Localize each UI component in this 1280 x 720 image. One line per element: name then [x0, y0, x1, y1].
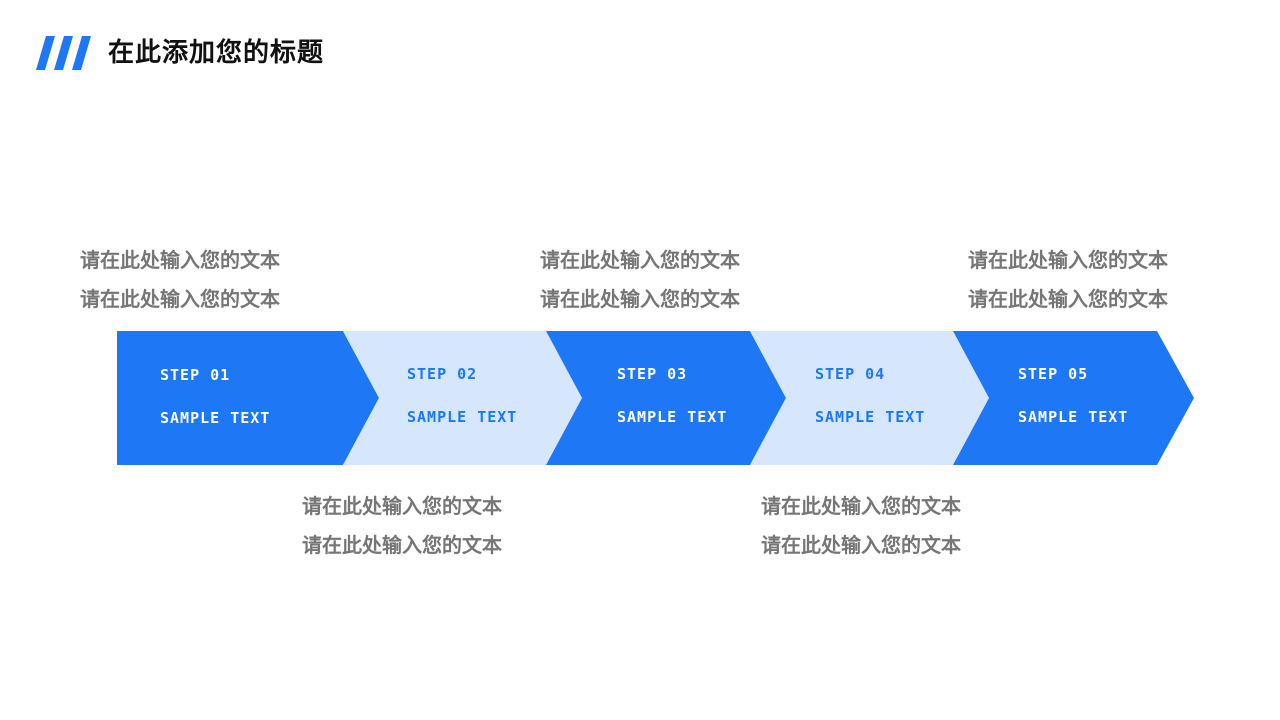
bottom-note-1-line-2: 请在此处输入您的文本 [302, 533, 502, 557]
step-4-shape [750, 331, 989, 465]
top-note-3-line-2: 请在此处输入您的文本 [968, 287, 1168, 311]
bottom-note-2: 请在此处输入您的文本 请在此处输入您的文本 [761, 487, 1021, 565]
step-3-text: SAMPLE TEXT [617, 408, 728, 426]
top-note-3: 请在此处输入您的文本 请在此处输入您的文本 [968, 241, 1228, 319]
step-2-number: STEP 02 [407, 365, 478, 383]
step-3-number: STEP 03 [617, 365, 688, 383]
top-note-2-line-1: 请在此处输入您的文本 [540, 248, 740, 272]
step-1-text: SAMPLE TEXT [160, 409, 271, 427]
step-5-text: SAMPLE TEXT [1018, 408, 1129, 426]
step-2-text: SAMPLE TEXT [407, 408, 518, 426]
step-3-shape [546, 331, 786, 465]
top-note-1-line-1: 请在此处输入您的文本 [80, 248, 280, 272]
bottom-note-1: 请在此处输入您的文本 请在此处输入您的文本 [302, 487, 562, 565]
page-title: 在此添加您的标题 [108, 38, 325, 68]
bottom-note-2-line-1: 请在此处输入您的文本 [761, 494, 961, 518]
bottom-note-1-line-1: 请在此处输入您的文本 [302, 494, 502, 518]
slash-logo-icon [36, 36, 91, 70]
step-5-shape [953, 331, 1194, 465]
step-1-shape [117, 331, 379, 465]
step-2-shape [343, 331, 582, 465]
step-4-number: STEP 04 [815, 365, 886, 383]
top-note-1: 请在此处输入您的文本 请在此处输入您的文本 [80, 241, 340, 319]
top-note-2: 请在此处输入您的文本 请在此处输入您的文本 [540, 241, 800, 319]
top-note-1-line-2: 请在此处输入您的文本 [80, 287, 280, 311]
bottom-note-2-line-2: 请在此处输入您的文本 [761, 533, 961, 557]
top-note-3-line-1: 请在此处输入您的文本 [968, 248, 1168, 272]
step-4-text: SAMPLE TEXT [815, 408, 926, 426]
step-5-number: STEP 05 [1018, 365, 1089, 383]
step-1-number: STEP 01 [160, 366, 231, 384]
top-note-2-line-2: 请在此处输入您的文本 [540, 287, 740, 311]
